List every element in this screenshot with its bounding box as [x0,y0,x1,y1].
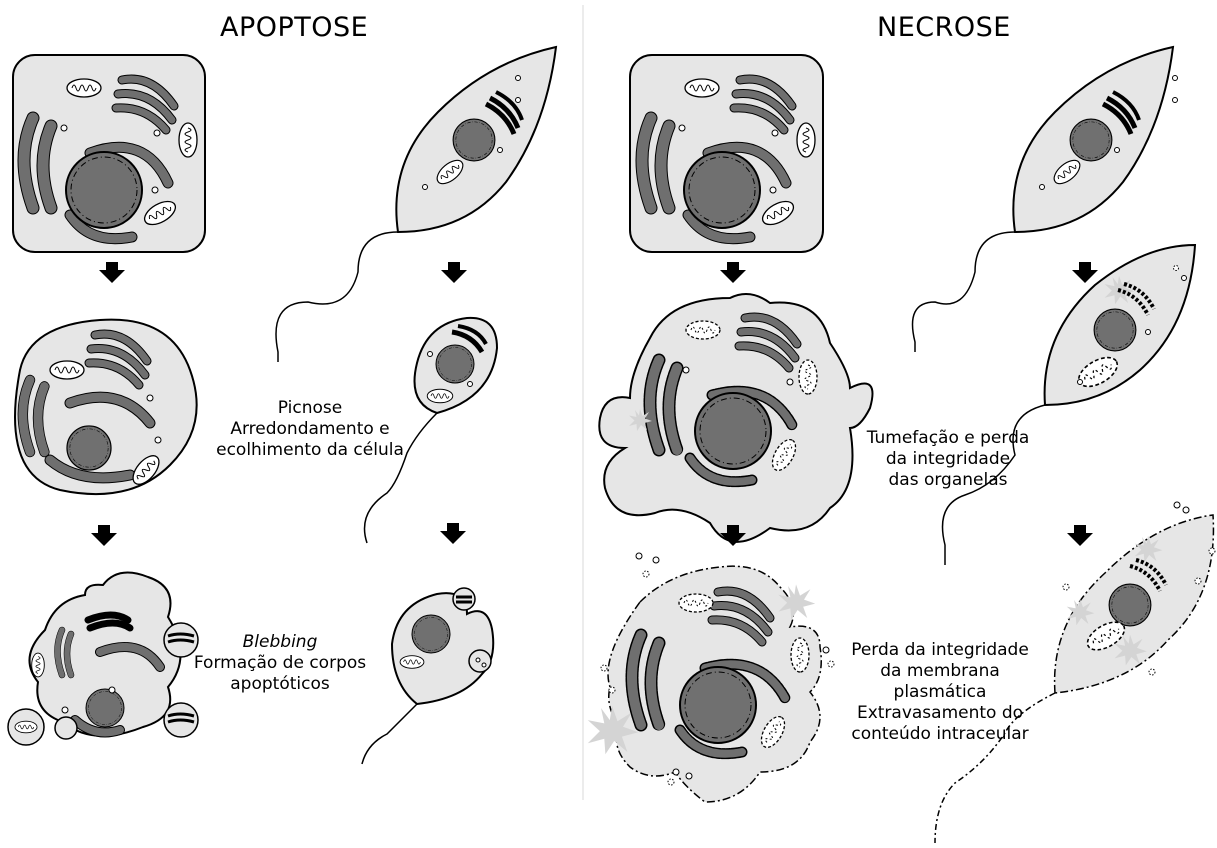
apoptose-elongated-blebbing [362,588,493,764]
necrose-cell-swollen [599,294,872,542]
label-picnose: Picnose Arredondamento e ecolhimento da … [195,398,425,461]
apoptose-cell-normal [13,55,205,252]
label-line: Extravasamento do [835,703,1045,724]
label-line: Tumefação e perda [848,428,1048,449]
necrose-cell-normal [630,55,823,252]
necrose-elongated-swollen [943,245,1196,565]
arrow-icon [441,262,467,283]
label-line: Picnose [195,398,425,419]
heading-necrose: NECROSE [877,12,1011,43]
label-line: das organelas [848,470,1048,491]
apoptose-elongated-normal [276,47,556,362]
arrow-icon [1067,525,1093,546]
arrow-icon [99,262,125,283]
arrow-icon [440,523,466,544]
heading-apoptose: APOPTOSE [220,12,368,43]
label-line: conteúdo intraceular [835,724,1045,745]
label-line: da membrana [835,661,1045,682]
label-line: Formação de corpos [180,653,380,674]
label-line: apoptóticos [180,674,380,695]
arrow-icon [91,525,117,546]
apoptose-cell-rounded [15,320,197,495]
arrow-icon [1072,262,1098,283]
label-line: ecolhimento da célula [195,440,425,461]
necrose-cell-ruptured [588,553,834,802]
label-line: Arredondamento e [195,419,425,440]
arrow-icon [720,262,746,283]
label-italic: Blebbing [180,632,380,653]
label-line: Perda da integridade [835,640,1045,661]
label-blebbing: Blebbing Formação de corpos apoptóticos [180,632,380,695]
apoptose-cell-blebbing [8,573,198,746]
label-line: da integridade [848,449,1048,470]
label-line: plasmática [835,682,1045,703]
label-perda-membrana: Perda da integridade da membrana plasmát… [835,640,1045,745]
label-tumefacao: Tumefação e perda da integridade das org… [848,428,1048,491]
